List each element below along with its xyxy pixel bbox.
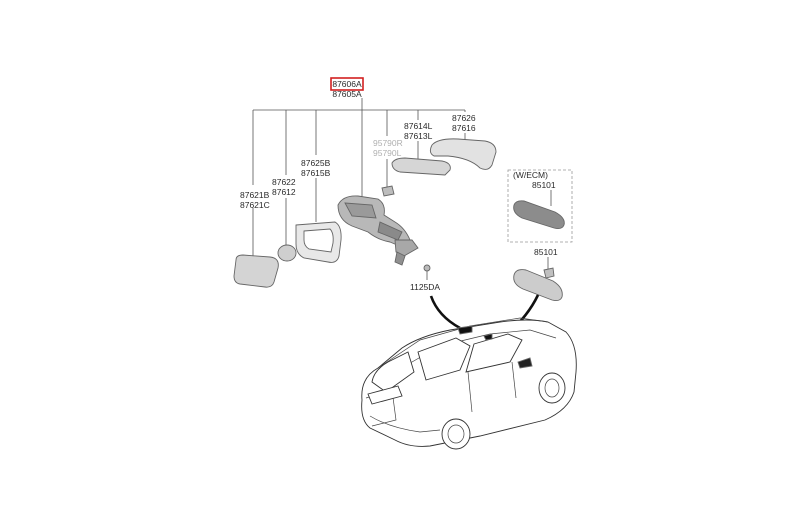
ecm-rearview-mirror[interactable] — [513, 200, 565, 230]
selected-part-code[interactable]: 87606A — [332, 79, 362, 89]
mirror-cap-cover[interactable] — [429, 138, 497, 170]
label-1125DA[interactable]: 1125DA — [410, 282, 440, 292]
label-87614L[interactable]: 87614L — [404, 121, 433, 131]
label-87615B[interactable]: 87615B — [301, 168, 331, 178]
label-87621B[interactable]: 87621B — [240, 190, 270, 200]
mirror-housing-assembly[interactable] — [337, 195, 419, 266]
side-repeater-lamp[interactable] — [277, 244, 297, 262]
inside-mirror-mount — [543, 267, 555, 279]
side-repeater-housing[interactable] — [391, 157, 451, 176]
side-lamp-connector[interactable] — [381, 185, 395, 197]
label-87621C[interactable]: 87621C — [240, 200, 270, 210]
mirror-cover-frame-inner — [303, 228, 334, 253]
label-87616[interactable]: 87616 — [452, 123, 476, 133]
label-85101[interactable]: 85101 — [534, 247, 558, 257]
label-87612[interactable]: 87612 — [272, 187, 296, 197]
label-87622[interactable]: 87622 — [272, 177, 296, 187]
inside-rearview-mirror[interactable] — [513, 269, 563, 302]
label-w-ecm: (W/ECM) — [513, 170, 548, 180]
label-85101-ecm[interactable]: 85101 — [532, 180, 556, 190]
callout-87606A[interactable]: 87606A 87605A — [330, 77, 364, 99]
label-87625B[interactable]: 87625B — [301, 158, 331, 168]
mirror-glass[interactable] — [233, 254, 279, 288]
ecm-option-box — [507, 169, 573, 243]
selected-part-outline[interactable] — [330, 77, 364, 91]
alternate-part-code: 87605A — [332, 89, 362, 99]
vehicle-illustration — [361, 317, 577, 450]
label-95790L[interactable]: 95790L — [373, 148, 402, 158]
screw-1125DA[interactable] — [423, 264, 431, 280]
label-95790R[interactable]: 95790R — [373, 138, 403, 148]
label-87613L[interactable]: 87613L — [404, 131, 433, 141]
arrow-outside-mirror — [429, 295, 461, 330]
label-87626[interactable]: 87626 — [452, 113, 476, 123]
